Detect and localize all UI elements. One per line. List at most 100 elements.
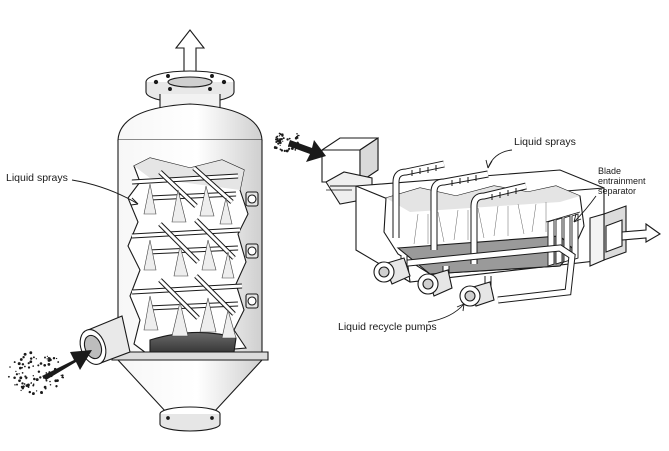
particle-dot	[277, 142, 280, 145]
particle-dot	[39, 376, 42, 379]
particle-dot	[285, 149, 289, 153]
chamber-spray-mist	[413, 202, 547, 245]
particle-dot	[9, 366, 11, 368]
chamber-gas-inlet-arrow-icon	[288, 140, 326, 162]
particle-dot	[35, 390, 38, 392]
particle-dot	[61, 376, 64, 379]
particle-dot	[50, 375, 53, 378]
particle-dot	[282, 140, 284, 142]
particle-dot	[41, 392, 43, 394]
particle-dot	[278, 135, 281, 137]
particle-dot	[28, 390, 31, 394]
particle-dot	[292, 142, 296, 146]
particle-dot	[60, 374, 62, 377]
particle-dot	[288, 145, 290, 148]
particle-dot	[19, 366, 22, 370]
particle-dot	[23, 352, 27, 356]
particle-dot	[294, 146, 297, 150]
particle-dot	[32, 365, 34, 367]
particle-dot	[32, 383, 35, 385]
particle-dot	[35, 358, 37, 360]
particle-dot	[298, 144, 302, 148]
chamber-liquid-sprays-label: Liquid sprays	[514, 136, 576, 148]
vertical-spray-tower-icon	[79, 29, 269, 432]
chamber-particle-cloud	[273, 132, 302, 153]
particle-dot	[51, 374, 53, 376]
particle-dot	[27, 366, 31, 369]
particle-dot	[29, 360, 33, 364]
blade-label-line1: Blade	[598, 166, 622, 176]
particle-dot	[15, 370, 17, 373]
particle-dot	[283, 149, 286, 153]
particle-dot	[46, 355, 49, 357]
particle-dot	[280, 138, 283, 141]
particle-dot	[13, 361, 16, 364]
particle-dot	[20, 389, 22, 392]
particle-dot	[24, 365, 26, 368]
chamber-spray-headers	[392, 160, 527, 264]
particle-dot	[48, 371, 51, 374]
particle-dot	[37, 364, 40, 367]
particle-dot	[49, 380, 51, 383]
particle-dot	[286, 138, 289, 141]
particle-dot	[280, 149, 284, 152]
recycle-pumps-label: Liquid recycle pumps	[338, 321, 437, 333]
particle-dot	[31, 392, 35, 396]
particle-dot	[46, 358, 48, 360]
particle-dot	[55, 384, 58, 388]
particle-dot	[16, 383, 18, 386]
particle-dot	[49, 384, 52, 386]
particle-dot	[44, 356, 46, 359]
particle-dot	[57, 361, 60, 363]
particle-dot	[45, 379, 48, 382]
particle-dot	[22, 356, 25, 359]
particle-dot	[19, 376, 23, 380]
particle-dot	[288, 137, 291, 140]
particle-dot	[294, 149, 297, 151]
particle-dot	[296, 141, 299, 144]
particle-dot	[281, 133, 284, 136]
particle-dot	[55, 357, 58, 360]
particle-dot	[43, 363, 47, 367]
particle-dot	[27, 362, 30, 365]
particle-dot	[7, 375, 10, 378]
particle-dot	[35, 378, 39, 382]
particle-dot	[47, 362, 51, 366]
particle-dot	[49, 358, 52, 362]
tower-side-ports	[245, 191, 259, 309]
particle-dot	[276, 135, 279, 138]
particle-dot	[296, 133, 298, 135]
particle-dot	[15, 373, 18, 376]
tower-particle-cloud	[7, 351, 65, 396]
horizontal-spray-chamber-icon	[321, 136, 627, 307]
blade-label-line3: separator	[598, 186, 637, 196]
particle-dot	[24, 375, 27, 378]
particle-dot	[17, 362, 21, 366]
tower-spray-headers	[131, 166, 243, 320]
particle-dot	[288, 147, 291, 150]
particle-dot	[32, 375, 34, 377]
particle-dot	[279, 144, 281, 146]
particle-dot	[21, 372, 24, 374]
tower-liquid-sprays-label: Liquid sprays	[6, 172, 68, 184]
particle-dot	[26, 383, 30, 387]
gas-inlet-arrow-icon	[42, 350, 92, 380]
particle-dot	[21, 366, 23, 369]
particle-dot	[45, 372, 48, 374]
particle-dot	[279, 141, 282, 145]
particle-dot	[14, 384, 16, 386]
particle-dot	[279, 133, 282, 136]
chamber-gas-outlet-arrow-icon	[621, 222, 662, 243]
leader-lines	[71, 149, 597, 323]
particle-dot	[45, 375, 47, 378]
particle-dot	[55, 368, 58, 371]
particle-dot	[32, 356, 35, 359]
particle-dot	[21, 363, 25, 366]
particle-dot	[18, 379, 21, 383]
particle-dot	[27, 386, 30, 388]
particle-dot	[52, 356, 56, 360]
particle-dot	[61, 374, 64, 377]
particle-dot	[50, 372, 53, 374]
